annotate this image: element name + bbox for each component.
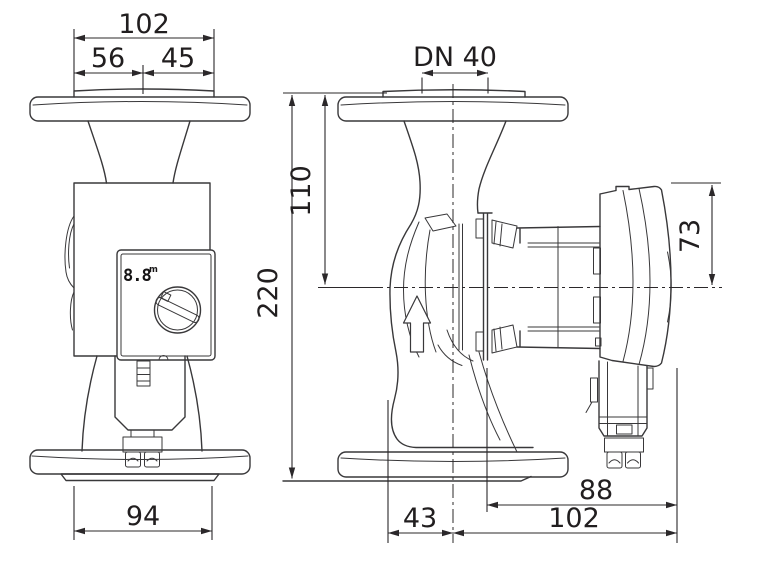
dimension-height-axis: 110: [286, 95, 377, 289]
side-volute-bottom-detail: [437, 329, 474, 366]
dim-label-110: 110: [286, 165, 317, 217]
front-terminal-body: [114, 355, 186, 431]
dim-label-dn40: DN 40: [413, 42, 497, 73]
control-panel: [116, 249, 216, 361]
dimension-width-bottom: 94: [73, 486, 213, 540]
front-plug-arcs: [127, 457, 158, 462]
side-volute-outline: [389, 120, 534, 449]
dimension-depth-102: 102: [453, 503, 677, 537]
dim-label-220: 220: [253, 267, 284, 319]
side-seal-plate: [458, 223, 463, 351]
knob-icon[interactable]: [153, 286, 204, 334]
dim-label-45: 45: [161, 43, 195, 74]
dim-label-43: 43: [403, 503, 437, 534]
front-lower-skirt: [81, 355, 203, 452]
dimension-module-height: 73: [671, 182, 721, 285]
front-view: 8.8 m: [29, 88, 251, 482]
dimension-depth-88: 88: [486, 368, 678, 543]
side-terminal-box: [585, 360, 654, 469]
dimension-nominal-diameter: DN 40: [413, 42, 497, 94]
side-neck-right: [476, 120, 507, 214]
side-pipe-end: [382, 89, 526, 98]
front-bottom-band: [60, 473, 220, 482]
front-top-flange: [29, 96, 251, 122]
side-top-flange-edge: [340, 101, 566, 106]
dim-label-102-bottom: 102: [548, 503, 600, 534]
panel-screw: [158, 355, 169, 361]
dimension-width-total: 102: [73, 9, 215, 91]
front-motor-ear: [64, 215, 75, 331]
side-bolt-bottom: [475, 331, 484, 352]
front-terminal-window-lines: [136, 367, 151, 382]
side-view: [282, 89, 672, 482]
side-bolt-top: [475, 218, 484, 239]
dim-label-94: 94: [126, 501, 160, 532]
front-connector-stems: [130, 429, 155, 438]
side-bottom-band: [282, 475, 532, 482]
dim-label-73: 73: [675, 219, 706, 253]
front-plug-top: [122, 436, 163, 453]
dimension-width-split: 56 45: [74, 43, 214, 94]
side-mounting-plate: [477, 212, 493, 361]
front-bottom-flange-edge: [31, 455, 249, 460]
side-volute-top-detail: [424, 213, 457, 232]
front-top-flange-edge: [32, 101, 248, 106]
dimension-height-total: 220: [253, 92, 387, 479]
display-unit: m: [149, 265, 158, 275]
dim-label-56: 56: [91, 43, 125, 74]
side-motor-lines: [527, 226, 600, 348]
dim-label-88: 88: [579, 475, 613, 506]
side-control-module: [593, 185, 672, 368]
dim-label-102-top: 102: [118, 9, 170, 40]
front-neck: [87, 120, 191, 184]
front-pipe-end: [73, 88, 215, 98]
flow-arrow-icon: [402, 295, 432, 353]
front-terminal-window: [136, 360, 151, 387]
dimension-depth-43: 43: [387, 400, 453, 543]
side-casing-skirt: [468, 351, 518, 453]
side-clamp-top: [491, 219, 518, 249]
display-value: 8.8: [123, 266, 151, 286]
side-clamp-bottom: [491, 324, 518, 354]
